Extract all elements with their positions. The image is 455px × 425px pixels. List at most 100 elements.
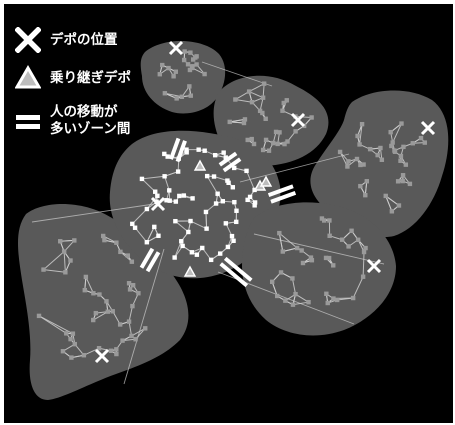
network-link — [235, 99, 253, 103]
network-node — [174, 96, 179, 101]
network-node — [91, 291, 96, 296]
network-node — [223, 221, 229, 226]
network-node — [325, 300, 330, 306]
network-link — [362, 251, 365, 277]
network-node — [187, 84, 192, 89]
network-node — [81, 353, 87, 358]
network-link — [295, 116, 312, 118]
network-node — [114, 240, 119, 245]
network-node — [93, 310, 99, 316]
network-node — [102, 237, 107, 243]
network-node — [281, 100, 286, 106]
network-node — [70, 331, 76, 336]
network-node — [280, 108, 285, 113]
network-link — [43, 269, 66, 273]
network-node — [363, 245, 368, 251]
flow-bar — [169, 137, 181, 160]
network-node — [166, 65, 171, 71]
network-node — [152, 224, 157, 230]
network-node — [361, 249, 367, 255]
network-node — [263, 137, 269, 143]
network-node — [126, 281, 132, 286]
x-mark-icon — [14, 26, 42, 54]
network-node — [324, 291, 329, 296]
legend-label-transfer: 乗り継ぎデポ — [50, 69, 131, 86]
network-node — [229, 233, 235, 239]
network-node — [260, 110, 265, 116]
zone-north — [140, 40, 226, 114]
network-node — [41, 267, 46, 272]
legend-label-depot: デポの位置 — [50, 31, 118, 48]
network-node — [400, 178, 405, 184]
zone-layer — [18, 40, 449, 400]
network-link — [38, 315, 74, 335]
network-link — [364, 181, 368, 196]
network-node — [129, 333, 134, 339]
network-link — [352, 276, 364, 299]
network-node — [323, 255, 329, 261]
network-node — [389, 143, 394, 149]
network-node — [390, 140, 395, 145]
network-node — [114, 351, 119, 357]
network-node — [162, 174, 167, 179]
network-node — [226, 180, 231, 186]
network-node — [188, 50, 193, 55]
network-node — [162, 151, 167, 157]
network-node — [346, 244, 351, 249]
network-link — [292, 301, 309, 306]
network-node — [211, 174, 217, 179]
network-node — [104, 299, 109, 304]
network-node — [144, 206, 150, 212]
network-node — [202, 148, 207, 153]
network-node — [221, 150, 226, 155]
network-link — [128, 305, 133, 322]
heavy-flow-link — [139, 247, 161, 273]
network-node — [398, 158, 403, 163]
flow-bar — [267, 184, 294, 198]
network-node — [392, 149, 398, 154]
network-node — [194, 62, 199, 67]
network-node — [212, 152, 218, 158]
network-node — [173, 199, 179, 204]
network-node — [309, 115, 314, 120]
network-link — [134, 227, 148, 243]
heavy-flow-link — [219, 256, 253, 288]
network-node — [322, 218, 327, 223]
network-node — [232, 199, 237, 205]
inter-zone-link — [31, 203, 155, 223]
network-link — [146, 226, 155, 243]
network-node — [359, 121, 365, 127]
network-node — [263, 116, 268, 121]
network-node — [143, 326, 148, 331]
network-node — [364, 179, 369, 184]
network-link — [262, 83, 265, 98]
network-node — [202, 71, 207, 77]
depot-marker — [168, 40, 184, 56]
heavy-flow-link — [267, 184, 297, 204]
network-node — [294, 245, 300, 251]
network-link — [385, 195, 400, 206]
network-node — [36, 313, 42, 319]
depot-marker — [150, 196, 166, 212]
network-node — [355, 237, 361, 242]
network-node — [139, 176, 145, 182]
network-node — [327, 218, 332, 223]
network-node — [358, 162, 363, 168]
network-node — [326, 255, 332, 261]
network-link — [385, 195, 393, 212]
network-node — [334, 297, 340, 303]
network-link — [248, 83, 265, 93]
depot-marker — [290, 112, 306, 128]
network-node — [360, 274, 366, 279]
network-node — [181, 57, 187, 63]
network-node — [72, 238, 77, 243]
network-node — [194, 54, 199, 59]
network-node — [157, 72, 162, 77]
network-node — [153, 189, 158, 194]
network-node — [349, 228, 354, 233]
network-node — [319, 216, 325, 221]
network-node — [189, 250, 195, 255]
network-node — [129, 259, 135, 264]
network-node — [160, 62, 165, 68]
network-node — [290, 276, 295, 281]
